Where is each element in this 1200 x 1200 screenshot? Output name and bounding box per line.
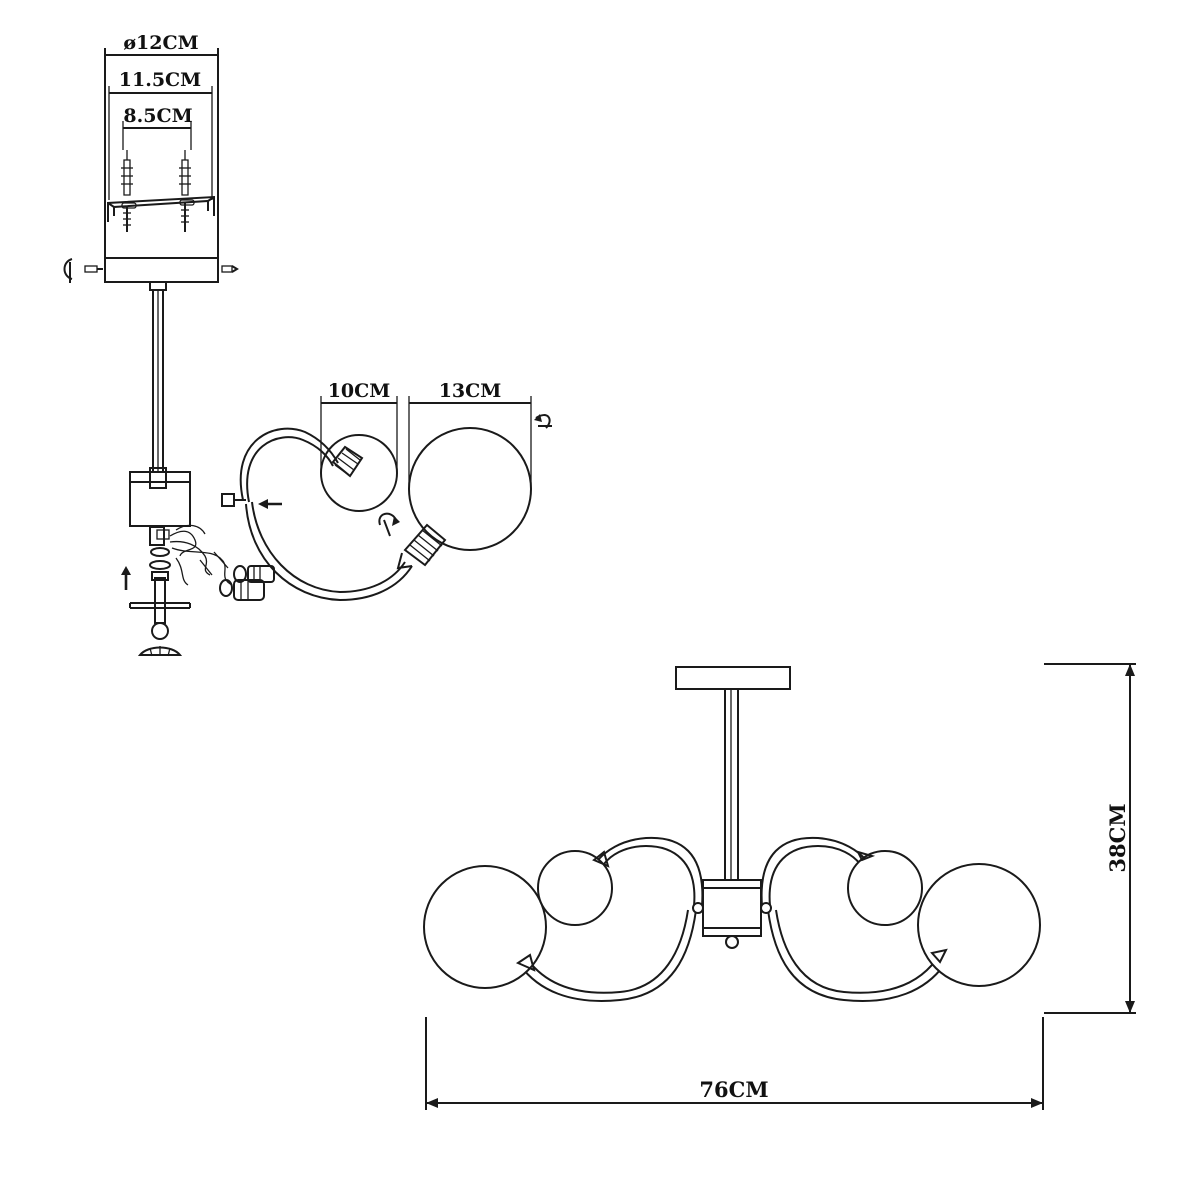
label-overall-height: 38CM [1105, 803, 1130, 872]
lamp-holder-exploded-2 [219, 579, 265, 601]
globe-small-left [537, 850, 613, 926]
mounting-bracket [107, 195, 215, 222]
side-screw-left [63, 258, 103, 283]
bottom-finial-exploded [129, 577, 191, 657]
wall-plug-right [179, 150, 191, 196]
globe-small-right [847, 850, 923, 926]
dimension-canopy-diameter: ø12CM [104, 32, 219, 282]
down-rod-assembled [724, 689, 739, 880]
central-body-exploded [129, 467, 191, 527]
arm-right-assembled [760, 836, 945, 1002]
canopy-assembled [675, 666, 791, 690]
dimension-overall-width: 76CM [425, 1017, 1044, 1110]
wall-plug-left [121, 150, 133, 196]
assembled-view: 38CM 76CM [423, 663, 1136, 1110]
central-body-assembled [692, 879, 772, 949]
side-screw-right [221, 265, 239, 273]
label-overall-width: 76CM [699, 1077, 768, 1102]
rotate-icon-globe-small [378, 512, 400, 537]
rotate-icon-globe-large [534, 414, 552, 429]
globe-large-right [917, 863, 1041, 987]
label-large-globe: 13CM [439, 380, 502, 402]
dimension-small-globe: 10CM [320, 380, 398, 472]
canopy-exploded [104, 257, 219, 283]
dimension-overall-height: 38CM [1044, 663, 1136, 1014]
small-globe-exploded [320, 434, 398, 512]
dimension-bracket-holes: 8.5CM [122, 105, 193, 150]
dimension-large-globe: 13CM [408, 380, 532, 489]
screw-right [181, 203, 189, 232]
wiring-bundle [149, 524, 233, 586]
arrow-left-icon [258, 499, 282, 509]
arm-connector [221, 493, 246, 507]
lamp-holder-small [331, 445, 364, 478]
down-rod-exploded [149, 281, 167, 472]
label-canopy-diameter: ø12CM [123, 32, 198, 54]
exploded-assembly-view: ø12CM 11.5CM 8.5CM [63, 32, 552, 657]
arrow-up-icon [121, 566, 131, 590]
dimension-canopy-inner: 11.5CM [108, 69, 213, 200]
arm-left-assembled [519, 836, 704, 1002]
screw-left [123, 206, 131, 232]
lamp-holder-large [396, 523, 447, 570]
label-bracket-holes: 8.5CM [123, 105, 192, 127]
label-canopy-inner: 11.5CM [119, 69, 201, 91]
lamp-holder-exploded-1 [233, 565, 275, 583]
washer-nut-stack [149, 547, 171, 581]
label-small-globe: 10CM [328, 380, 391, 402]
large-globe-exploded [396, 427, 532, 570]
globe-large-left [423, 865, 547, 989]
